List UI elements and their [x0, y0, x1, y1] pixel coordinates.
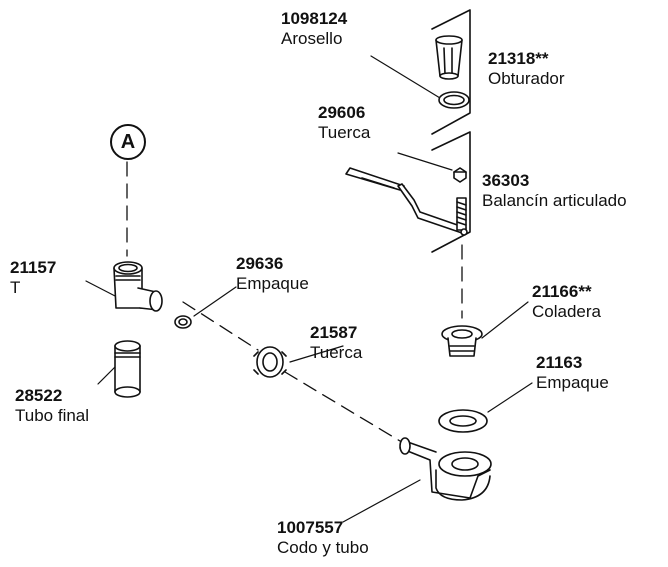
centerlines: [126, 161, 463, 445]
part-name: Codo y tubo: [277, 538, 369, 557]
part-name: Obturador: [488, 69, 565, 88]
bracket-lower: [431, 131, 471, 253]
part-name: Empaque: [536, 373, 609, 392]
part-name: Empaque: [236, 274, 309, 293]
part-number: 21163: [536, 353, 583, 372]
part-name: Arosello: [281, 29, 343, 48]
label-empaque-a: 29636 Empaque: [236, 254, 309, 294]
part-number: 1098124: [281, 9, 348, 28]
part-number: 28522: [15, 386, 63, 405]
part-number: 29606: [318, 103, 366, 122]
label-tuerca: 21587 Tuerca: [310, 323, 362, 363]
label-codo: 1007557 Codo y tubo: [277, 518, 369, 558]
label-obturador: 21318** Obturador: [488, 49, 565, 89]
label-tuerca-top: 29606 Tuerca: [318, 103, 370, 143]
tailpiece-part: [114, 340, 141, 398]
part-number: 21587: [310, 323, 358, 342]
slip-nut-part: [253, 346, 287, 378]
part-name: Tubo final: [15, 406, 90, 425]
bracket-upper: [431, 9, 471, 135]
elbow-tube-part: [399, 437, 492, 501]
tee-fitting-part: [113, 261, 163, 312]
label-arosello: 1098124 Arosello: [281, 9, 347, 49]
label-empaque-b: 21163 Empaque: [536, 353, 609, 393]
small-gasket-part: [174, 315, 192, 329]
part-number: 1007557: [277, 518, 344, 537]
large-gasket-part: [438, 409, 488, 433]
label-coladera: 21166** Coladera: [532, 282, 601, 322]
part-number: 21318**: [488, 49, 549, 68]
callout-a: A: [110, 124, 146, 160]
part-number: 21166**: [532, 282, 592, 301]
label-balancin: 36303 Balancín articulado: [482, 171, 627, 211]
pivot-linkage-part: [345, 167, 468, 236]
label-tubo-final: 28522 Tubo final: [15, 386, 89, 426]
part-name: Coladera: [532, 302, 601, 321]
part-name: Tuerca: [310, 343, 363, 362]
part-number: 29636: [236, 254, 284, 273]
part-name: Tuerca: [318, 123, 371, 142]
label-t: 21157 T: [10, 258, 56, 298]
stopper-part: [435, 35, 463, 80]
part-number: 21157: [10, 258, 57, 277]
o-ring-part: [438, 91, 470, 109]
part-name: Balancín articulado: [482, 191, 627, 210]
part-name: T: [10, 278, 21, 297]
drain-strainer-part: [441, 325, 483, 357]
part-number: 36303: [482, 171, 530, 190]
small-nut-part: [453, 167, 467, 183]
